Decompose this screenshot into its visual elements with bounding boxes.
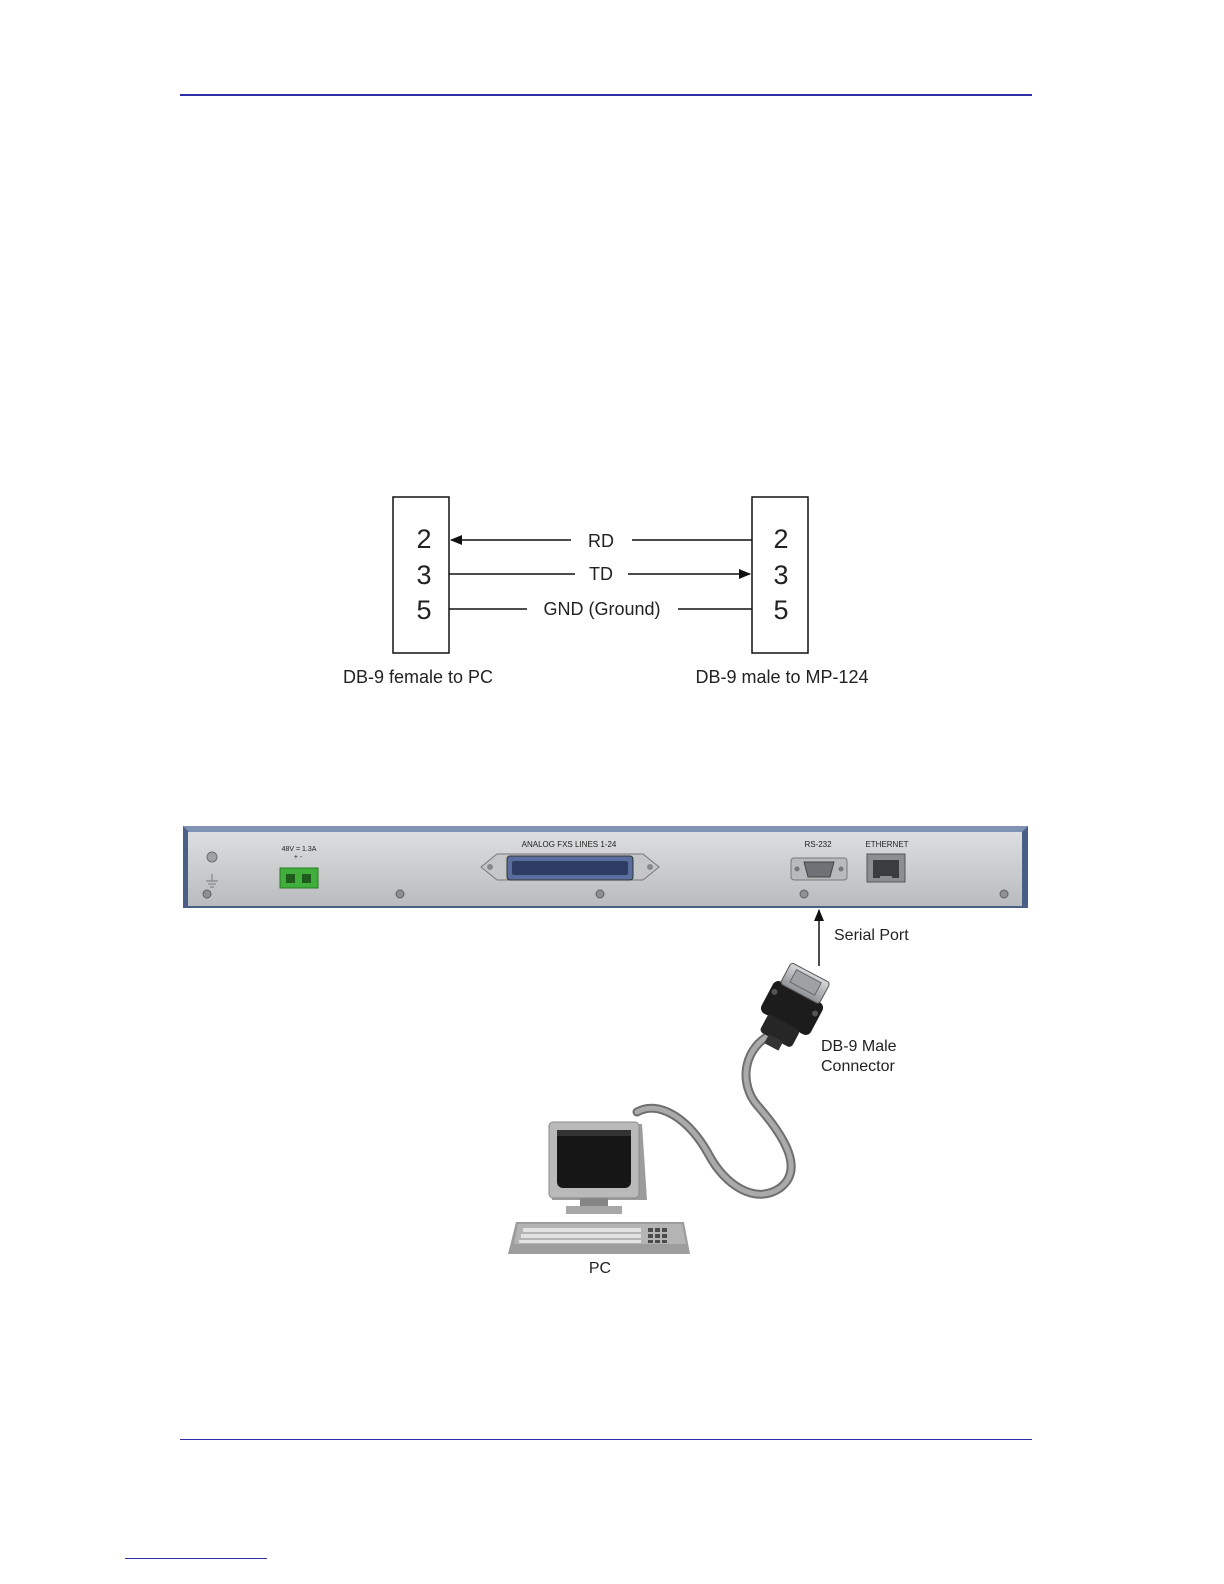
connector-label-line1: DB-9 Male	[821, 1038, 897, 1055]
serial-connection: Serial Port DB-9 Male Connector	[508, 910, 909, 1277]
screw-icon	[596, 890, 604, 898]
right-pin: 2	[773, 524, 788, 554]
power-label: 48V = 1.3A	[282, 846, 317, 853]
signal-label-gnd: GND (Ground)	[543, 599, 660, 619]
screw-icon	[1000, 890, 1008, 898]
screw-icon	[203, 890, 211, 898]
screw-icon	[800, 890, 808, 898]
serial-port-label: Serial Port	[834, 927, 909, 944]
left-pin: 3	[416, 560, 431, 590]
right-connector-caption: DB-9 male to MP-124	[695, 667, 868, 687]
fxs-connector	[481, 854, 659, 880]
connector-label-line2: Connector	[821, 1058, 895, 1075]
screw-icon	[396, 890, 404, 898]
power-polarity: + -	[294, 854, 303, 861]
power-connector	[280, 868, 318, 888]
signal-label-rd: RD	[588, 531, 614, 551]
ethernet-port	[867, 854, 905, 882]
pinout-diagram: 2 3 5 2 3 5 RD TD GND (Ground) DB-9 fema…	[343, 497, 869, 687]
left-pin: 5	[416, 595, 431, 625]
computer-icon	[508, 1122, 690, 1254]
fxs-label: ANALOG FXS LINES 1-24	[522, 840, 617, 849]
left-pin: 2	[416, 524, 431, 554]
device-rear-panel: 48V = 1.3A + - ANALOG FXS LINES 1-24 RS-…	[183, 826, 1028, 908]
ethernet-label: ETHERNET	[865, 840, 908, 849]
signal-label-td: TD	[589, 564, 613, 584]
rs232-port	[791, 858, 847, 880]
screw-icon	[207, 852, 217, 862]
right-pin: 5	[773, 595, 788, 625]
left-connector-caption: DB-9 female to PC	[343, 667, 493, 687]
pc-label: PC	[589, 1260, 611, 1277]
rs232-label: RS-232	[804, 840, 832, 849]
right-pin: 3	[773, 560, 788, 590]
